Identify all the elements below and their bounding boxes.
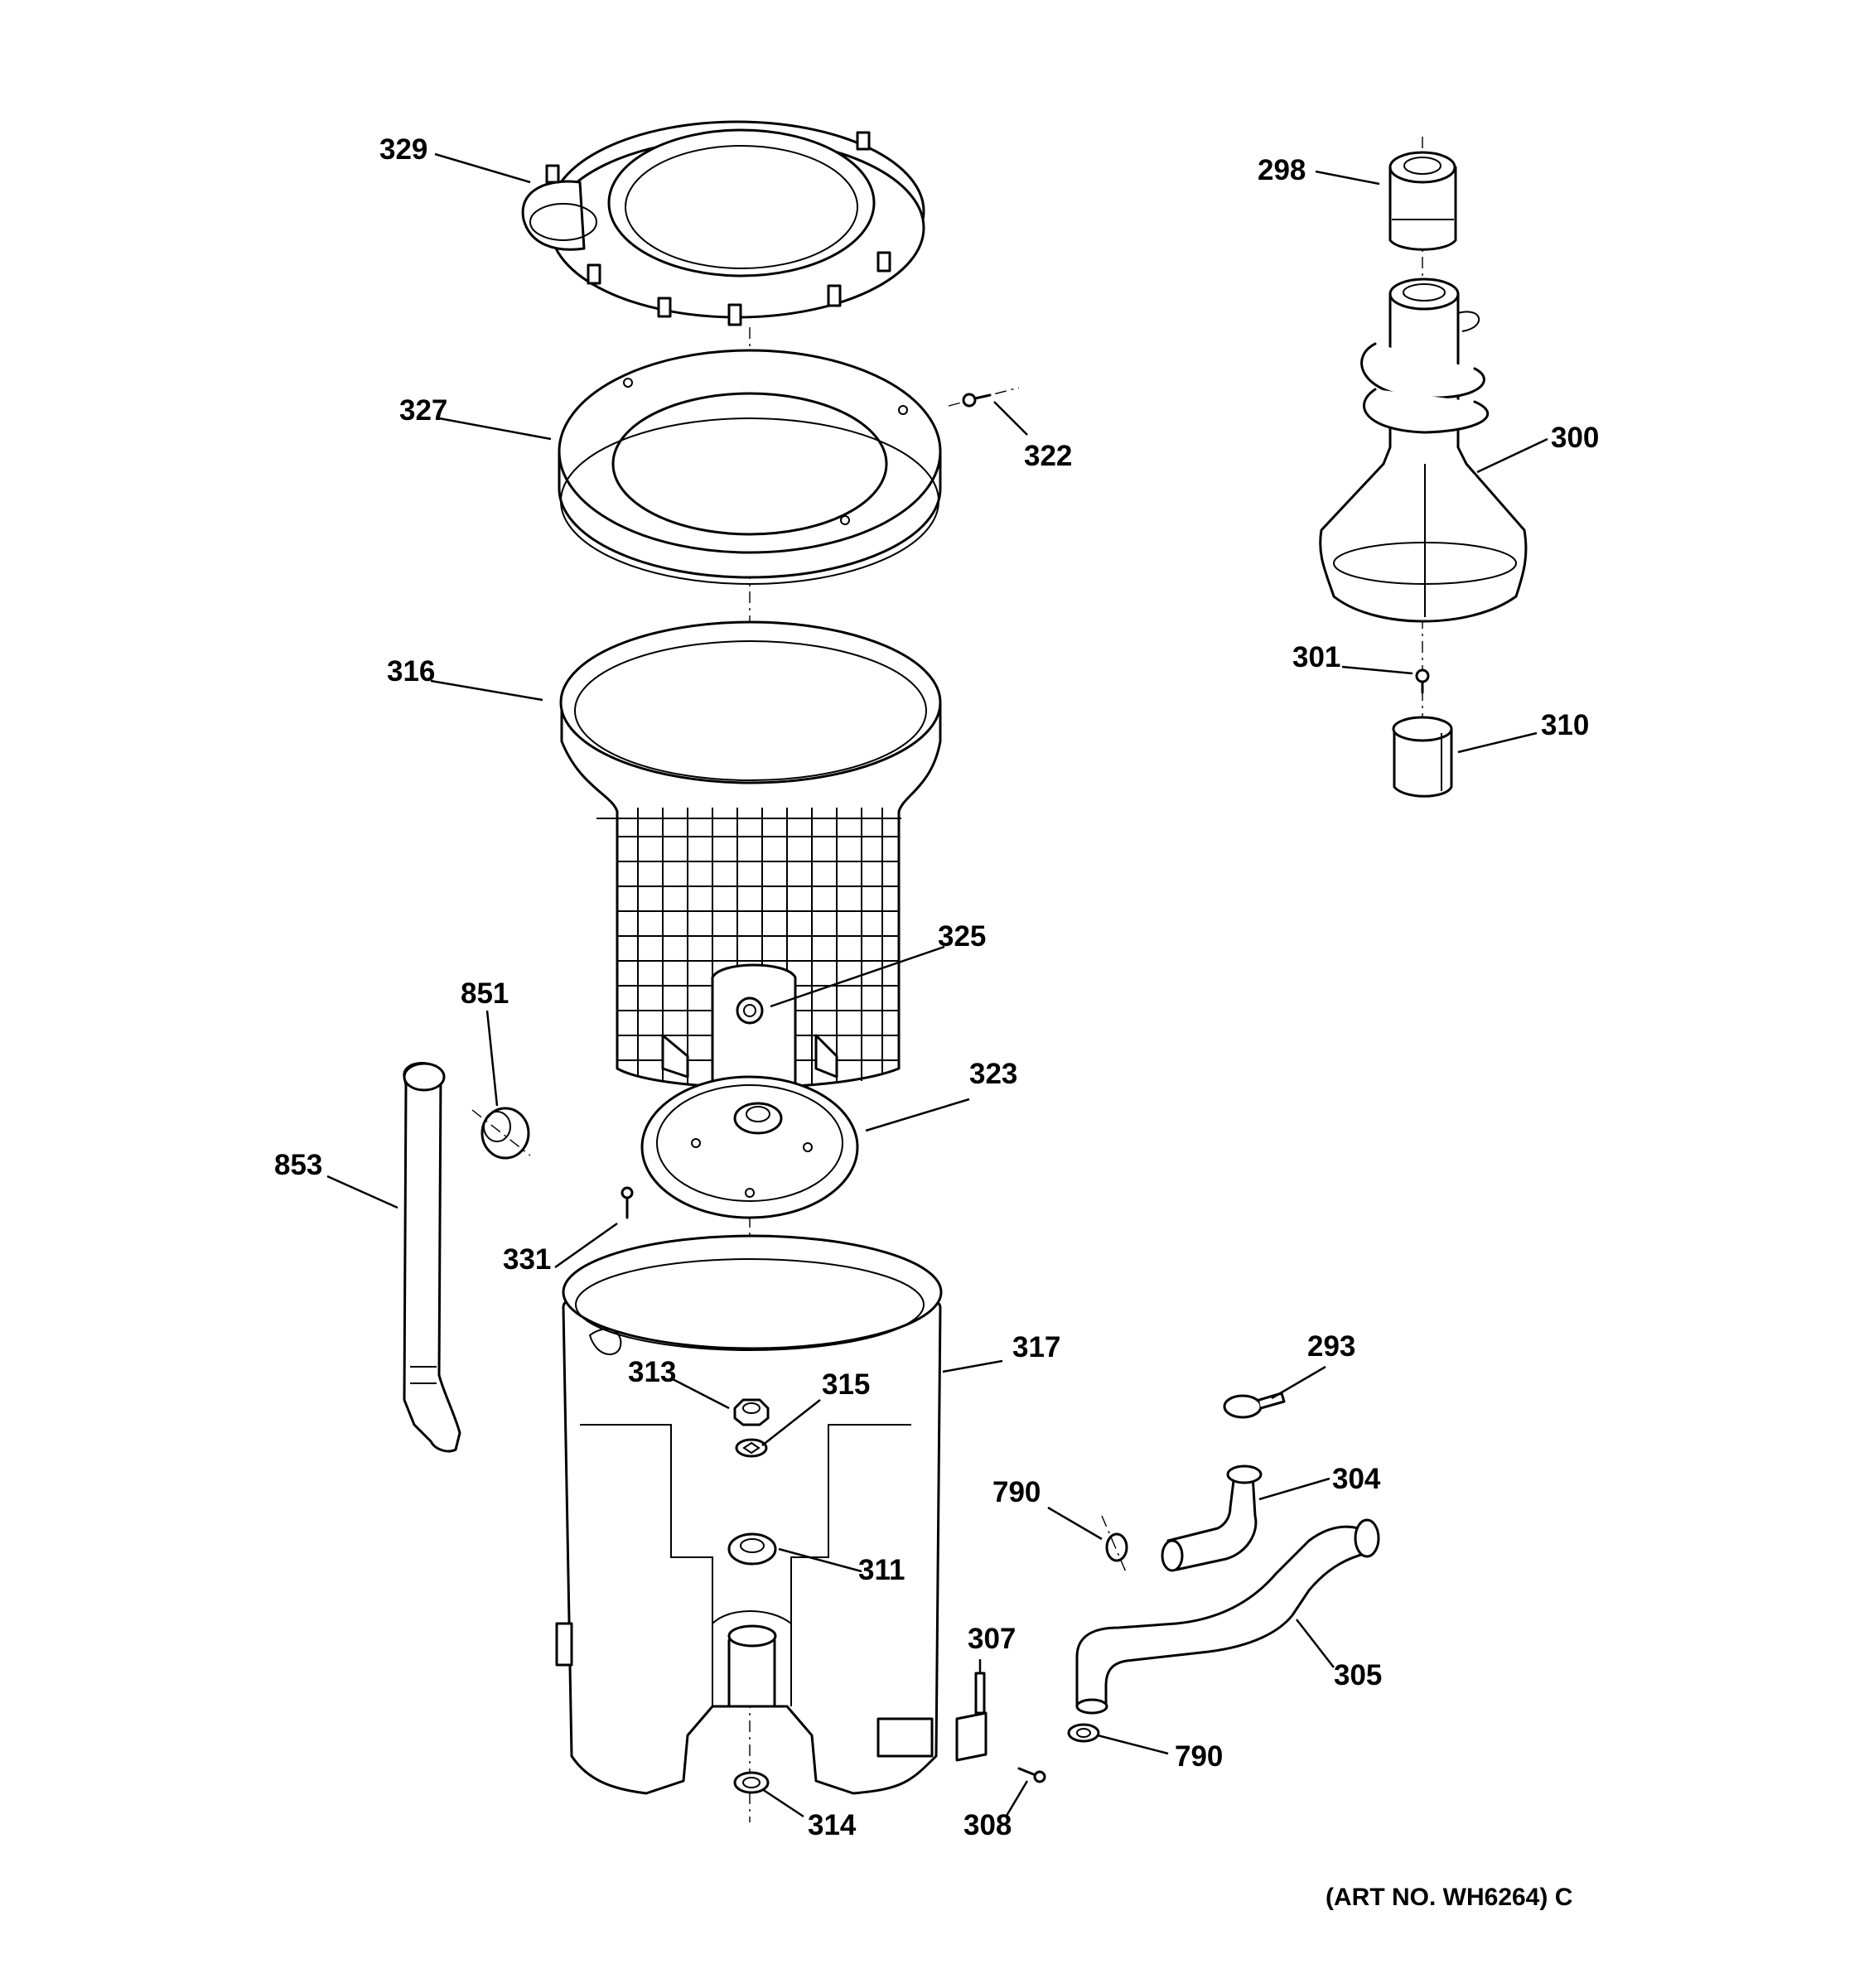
callout-293: 293 [1307, 1330, 1355, 1363]
part-331-screw [621, 1186, 634, 1219]
callout-316: 316 [387, 655, 435, 688]
part-327-balance-ring [558, 349, 942, 585]
part-329-tub-cover [521, 120, 925, 326]
callout-790-upper: 790 [992, 1476, 1041, 1508]
callout-labels: 329 327 322 316 325 851 323 853 331 317 … [274, 133, 1599, 1841]
callout-790-lower: 790 [1175, 1740, 1223, 1773]
callout-313: 313 [628, 1356, 676, 1388]
part-314-washer [733, 1771, 770, 1794]
part-316-wash-basket [559, 620, 942, 1088]
part-293-clamp [1223, 1392, 1286, 1419]
callout-298: 298 [1258, 154, 1306, 186]
art-number: (ART NO. WH6264) C [1326, 1884, 1572, 1911]
part-315-washer [735, 1438, 768, 1458]
callout-310: 310 [1541, 709, 1589, 741]
callout-314: 314 [808, 1809, 857, 1841]
part-304-hose [1161, 1464, 1263, 1572]
callout-323: 323 [969, 1058, 1017, 1090]
part-322-screw [948, 387, 1020, 408]
part-311-bushing [727, 1532, 777, 1566]
callout-853: 853 [274, 1149, 322, 1181]
part-301-screw [1415, 668, 1430, 694]
callout-308: 308 [963, 1809, 1012, 1841]
part-305-drain-hose [1075, 1518, 1380, 1715]
callout-304: 304 [1332, 1463, 1381, 1495]
callout-311: 311 [858, 1554, 905, 1586]
callout-315: 315 [822, 1368, 870, 1401]
callout-327: 327 [399, 394, 447, 427]
callout-331: 331 [503, 1243, 551, 1276]
callout-329: 329 [379, 133, 427, 166]
part-853-rod [403, 1062, 461, 1453]
part-298-coupling [1388, 151, 1457, 251]
part-323-hub [640, 1075, 859, 1219]
part-790-clamp-lower [1067, 1723, 1100, 1743]
part-851-nut [471, 1107, 531, 1160]
callout-317: 317 [1012, 1331, 1060, 1363]
part-317-outer-tub [555, 1234, 943, 1795]
part-300-agitator [1319, 277, 1528, 623]
leader-lines [326, 152, 1548, 1818]
callout-300: 300 [1551, 422, 1599, 454]
callout-305: 305 [1334, 1659, 1382, 1691]
callout-851: 851 [461, 977, 509, 1010]
callout-307: 307 [968, 1623, 1016, 1655]
part-313-nut [733, 1398, 770, 1426]
part-308-screw [1017, 1767, 1046, 1783]
part-790-clamp-upper [1101, 1515, 1128, 1575]
part-310-cam [1392, 716, 1453, 798]
callout-322: 322 [1024, 440, 1072, 472]
part-307-bracket [955, 1672, 988, 1762]
callout-301: 301 [1292, 641, 1340, 673]
callout-325: 325 [938, 920, 986, 953]
